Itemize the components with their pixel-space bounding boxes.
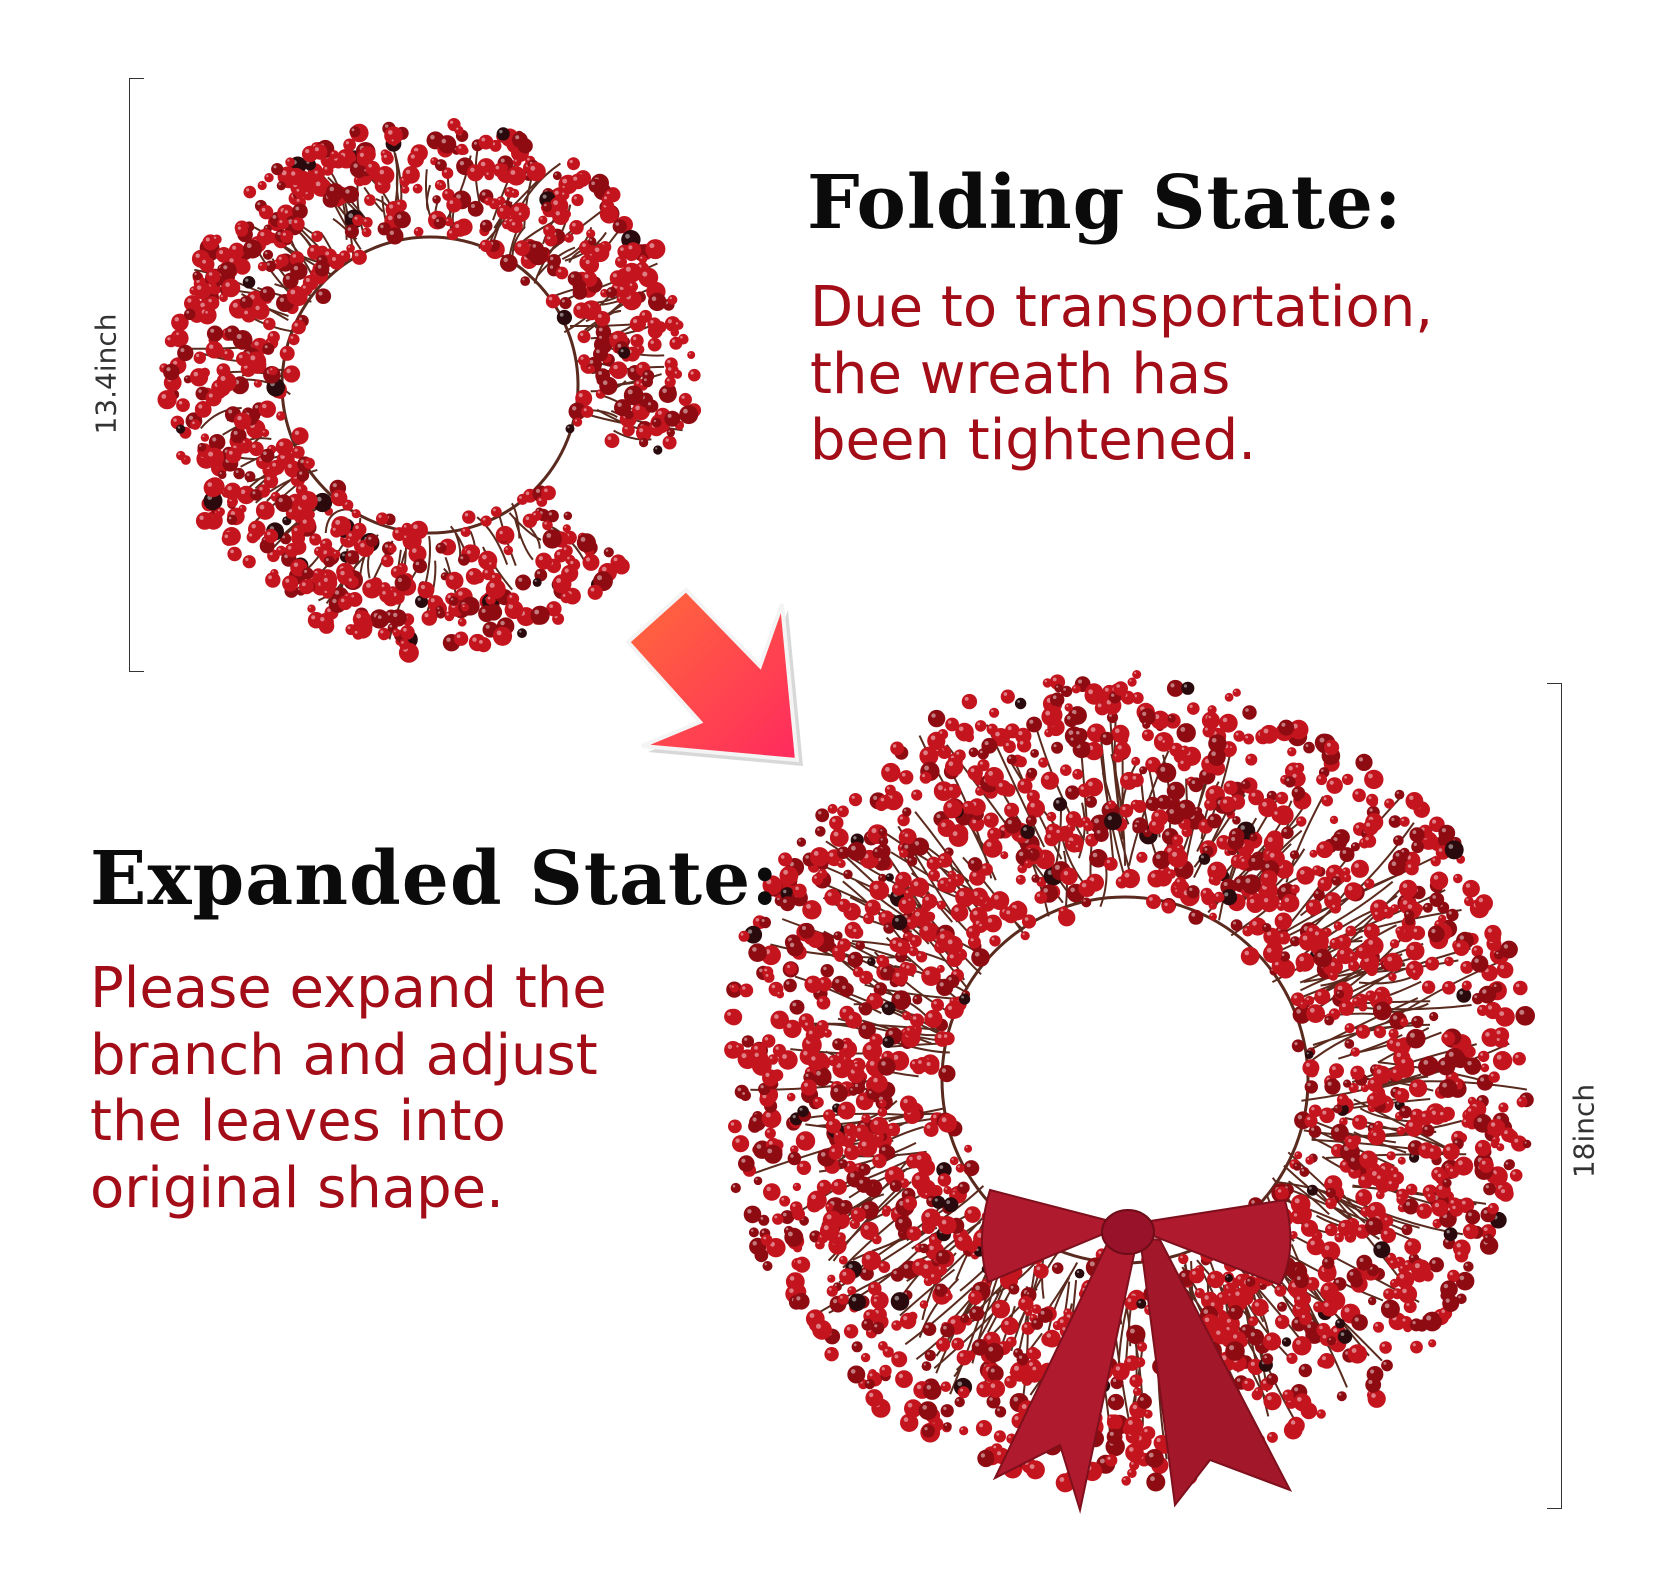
folding-state-heading: Folding State: xyxy=(807,160,1403,246)
expanded-desc-line: original shape. xyxy=(90,1155,504,1221)
expanded-desc-line: Please expand the xyxy=(90,956,607,1021)
folded-height-bracket xyxy=(129,78,144,672)
expanded-height-bracket xyxy=(1547,683,1562,1509)
folding-desc-line: Due to transportation, xyxy=(810,275,1434,340)
folded-height-label: 13.4inch xyxy=(89,313,123,435)
folding-state-description: Due to transportation, the wreath has be… xyxy=(810,275,1433,475)
expanded-desc-line: the leaves into xyxy=(90,1089,506,1155)
folding-desc-line: been tightened. xyxy=(810,408,1257,474)
folding-desc-line: the wreath has xyxy=(810,341,1231,407)
expanded-state-heading: Expanded State: xyxy=(90,836,780,922)
expanded-desc-line: branch and adjust xyxy=(90,1022,598,1088)
expanded-state-description: Please expand the branch and adjust the … xyxy=(90,956,607,1223)
expanded-height-label: 18inch xyxy=(1567,1083,1601,1179)
